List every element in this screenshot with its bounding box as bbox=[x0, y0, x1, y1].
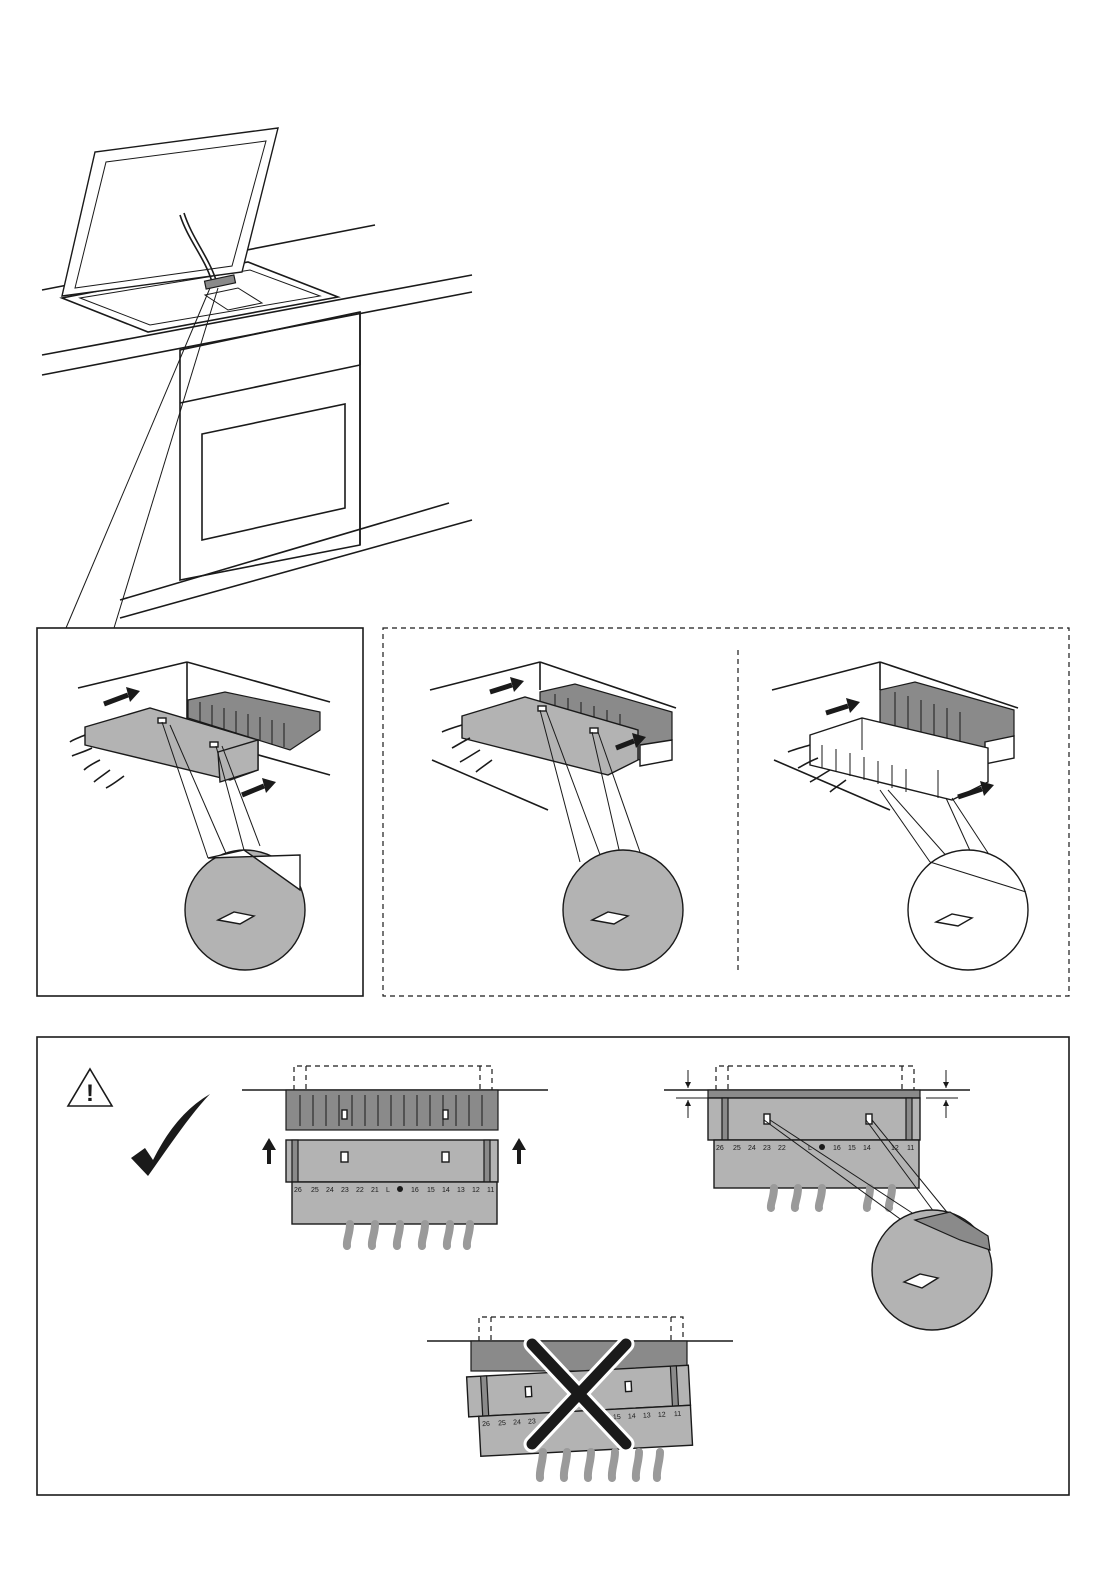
terminal-label: 26 bbox=[716, 1145, 724, 1152]
terminal-label: 16 bbox=[833, 1145, 841, 1152]
terminal-label: 12 bbox=[472, 1187, 480, 1194]
terminal-label: 13 bbox=[457, 1187, 465, 1194]
step-a-panel bbox=[37, 628, 363, 996]
terminal-label: 11 bbox=[907, 1145, 914, 1152]
terminal-label: 25 bbox=[311, 1187, 319, 1194]
warning-symbol: ! bbox=[86, 1080, 94, 1107]
terminal-label: 24 bbox=[513, 1419, 521, 1426]
terminal-label: 22 bbox=[356, 1187, 364, 1194]
push-arrow-icon bbox=[242, 778, 276, 795]
ground-symbol-icon bbox=[819, 1144, 825, 1150]
cooktop-installation-illustration bbox=[42, 128, 472, 628]
terminal-label: 23 bbox=[341, 1187, 349, 1194]
wires bbox=[540, 1452, 660, 1478]
terminal-label: 23 bbox=[763, 1145, 771, 1152]
terminal-label: 21 bbox=[371, 1187, 379, 1194]
wires bbox=[771, 1188, 892, 1208]
terminal-label: L bbox=[386, 1187, 390, 1194]
push-arrow-icon bbox=[826, 698, 860, 713]
terminal-label: 24 bbox=[326, 1187, 334, 1194]
push-arrow-icon bbox=[490, 677, 524, 692]
terminal-label: 12 bbox=[658, 1412, 666, 1419]
connector-diagram-wrong-tilted: 26 25 24 23 15 14 13 12 11 bbox=[427, 1317, 733, 1478]
terminal-label: 26 bbox=[482, 1421, 490, 1428]
step-c-panel bbox=[772, 662, 1028, 970]
step-b-panel bbox=[430, 662, 683, 970]
terminal-label: 11 bbox=[487, 1187, 494, 1194]
connector-diagram-correct-inserted: 26 25 24 23 22 L 16 15 14 12 11 bbox=[664, 1066, 992, 1330]
terminal-label: 14 bbox=[863, 1145, 871, 1152]
warning-triangle-icon: ! bbox=[68, 1069, 112, 1107]
ground-symbol-icon bbox=[397, 1186, 403, 1192]
up-arrow-icon bbox=[512, 1138, 526, 1164]
connector-diagram-correct-separated: 26 25 24 23 22 21 L 16 15 14 13 12 11 bbox=[242, 1066, 548, 1246]
wires bbox=[347, 1224, 470, 1246]
checkmark-icon bbox=[131, 1094, 210, 1176]
terminal-label: 25 bbox=[733, 1145, 741, 1152]
push-arrow-icon bbox=[104, 687, 140, 704]
terminal-label: 16 bbox=[411, 1187, 419, 1194]
terminal-label: 15 bbox=[427, 1187, 435, 1194]
terminal-label: 24 bbox=[748, 1145, 756, 1152]
terminal-label: 14 bbox=[442, 1187, 450, 1194]
terminal-label: 23 bbox=[528, 1418, 536, 1425]
terminal-label: 15 bbox=[848, 1145, 856, 1152]
terminal-label: 22 bbox=[778, 1145, 786, 1152]
terminal-label: 25 bbox=[498, 1420, 506, 1427]
terminal-label: 26 bbox=[294, 1187, 302, 1194]
terminal-label: 13 bbox=[643, 1412, 651, 1419]
terminal-label: 11 bbox=[674, 1411, 682, 1418]
up-arrow-icon bbox=[262, 1138, 276, 1164]
terminal-label: 14 bbox=[628, 1413, 636, 1420]
